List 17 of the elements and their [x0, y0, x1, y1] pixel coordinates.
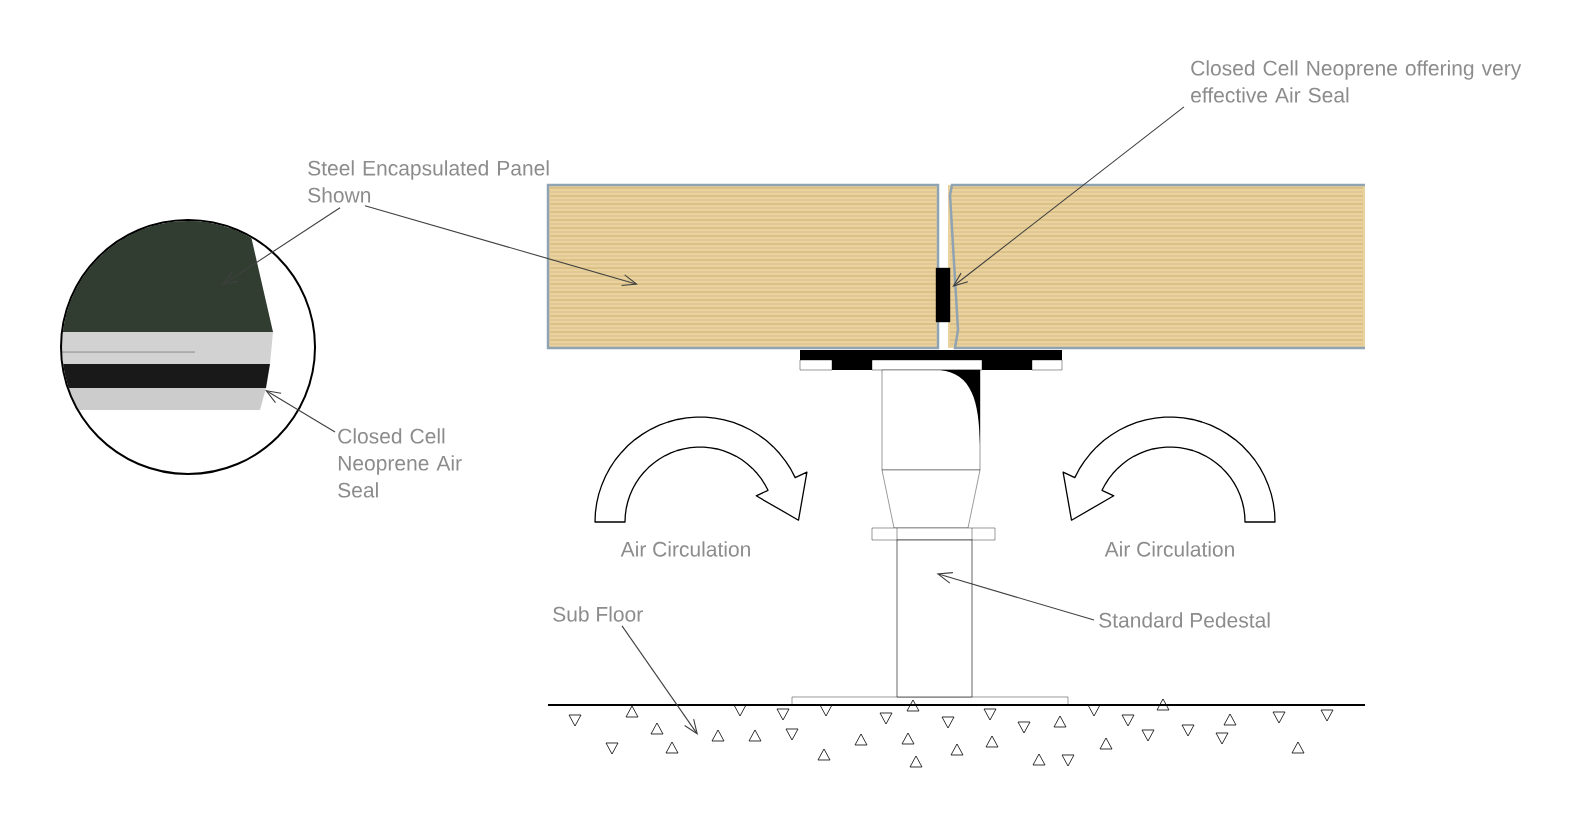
sub-floor [548, 698, 1365, 768]
callout-text: Standard Pedestal [1099, 612, 1270, 628]
joint-seal [935, 267, 951, 323]
leader-line [222, 207, 341, 285]
leader-line [364, 205, 638, 287]
leader-line [936, 572, 1095, 621]
leader-line [952, 106, 1185, 287]
caption-text: Air Circulation [620, 541, 750, 557]
leader-line [265, 390, 336, 433]
sandwich-panel [546, 183, 940, 350]
caption-text: Air Circulation [1104, 541, 1234, 557]
callout-text: Sub Floor [553, 606, 643, 622]
leader-line [621, 625, 698, 735]
callout-text: Closed Cell Neoprene Air Seal [338, 428, 462, 498]
callout-text: Closed Cell Neoprene offering very effective Air Seal [1191, 60, 1522, 103]
callout-text: Steel Encapsulated Panel Shown [308, 160, 549, 203]
inset-picture [60, 219, 316, 475]
